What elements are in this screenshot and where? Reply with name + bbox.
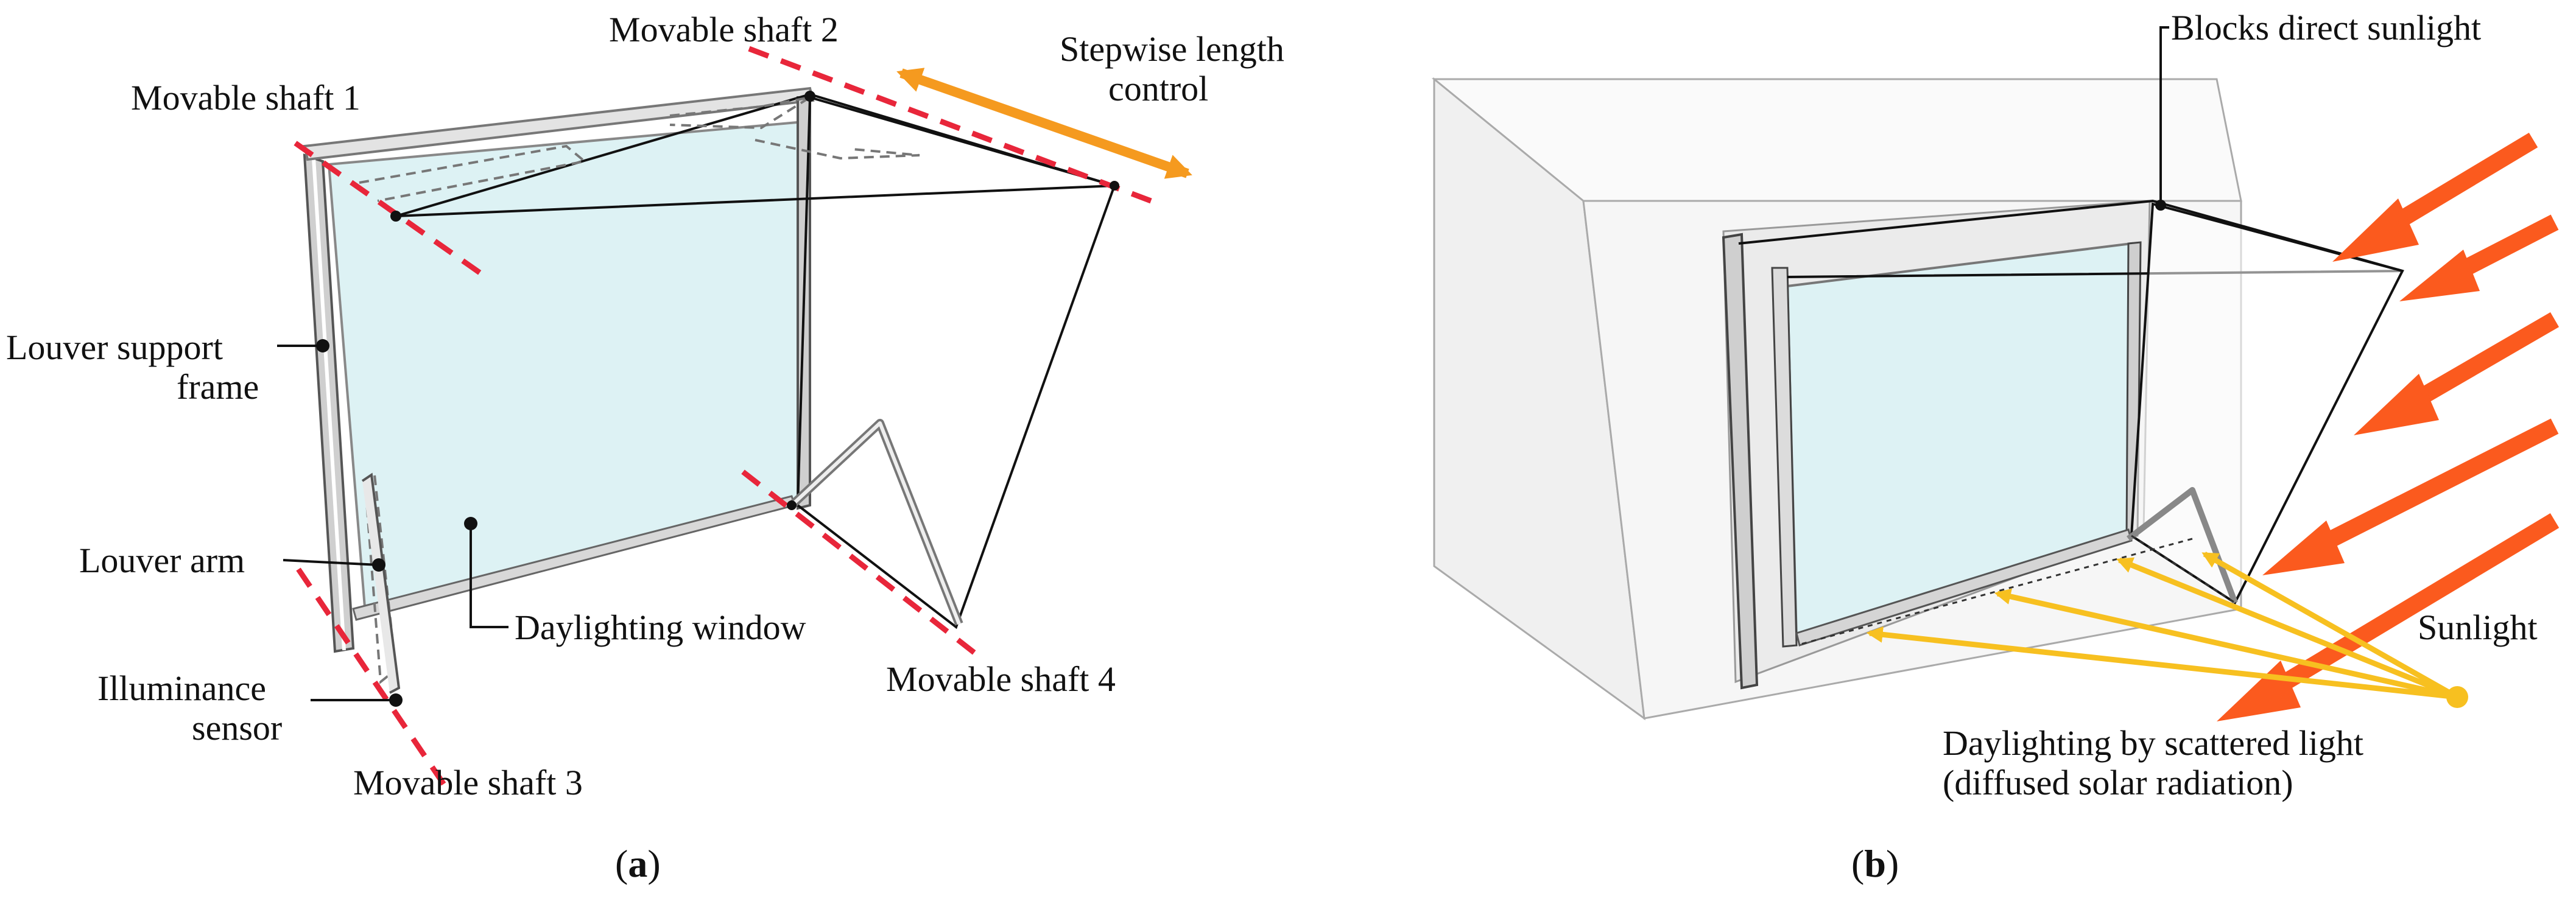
louver-right-panel — [796, 96, 1116, 629]
caption-a: (a) — [615, 842, 661, 885]
label-scattered-line1: Daylighting by scattered light — [1943, 723, 2363, 763]
louver-arm-shape — [361, 472, 401, 694]
zigzag-highlight — [790, 421, 961, 625]
label-movable-shaft-4: Movable shaft 4 — [886, 659, 1116, 699]
panel-b-diagram — [1431, 26, 2560, 721]
label-movable-shaft-1: Movable shaft 1 — [131, 78, 361, 117]
label-illuminance-line2: sensor — [192, 708, 282, 748]
scattered-light-arrows — [1866, 552, 2459, 700]
movable-shaft-1-line — [294, 141, 492, 282]
sun-arrow-2 — [2399, 214, 2559, 301]
label-louver-support-line2: frame — [177, 367, 259, 407]
label-stepwise-line1: Stepwise length — [1060, 29, 1284, 69]
label-blocks-direct-sunlight: Blocks direct sunlight — [2171, 8, 2481, 47]
label-louver-support-line1: Louver support — [6, 328, 223, 367]
label-movable-shaft-2: Movable shaft 2 — [609, 10, 839, 49]
label-movable-shaft-3: Movable shaft 3 — [353, 763, 583, 802]
panel-a-leaders — [277, 345, 509, 701]
daylighting-window-glass — [327, 120, 805, 617]
caption-b: (b) — [1851, 842, 1899, 885]
blocks-sunlight-leader — [2159, 26, 2169, 205]
joint-dots — [390, 91, 1119, 510]
window-sill-b — [1795, 528, 2133, 647]
label-daylighting-window: Daylighting window — [515, 608, 806, 647]
sun-arrow-3 — [2354, 312, 2560, 435]
movable-shaft-3-line — [296, 567, 447, 787]
sun-arrow-4 — [2262, 418, 2559, 575]
panel-a-leader-dots — [316, 339, 477, 707]
movable-shaft-4-line — [741, 469, 982, 660]
scatter-source-dot — [2446, 686, 2468, 708]
panel-a-diagram — [277, 46, 1192, 787]
label-scattered-line2: (diffused solar radiation) — [1943, 763, 2293, 802]
sun-arrow-1 — [2332, 132, 2538, 262]
frame-highlight — [312, 158, 346, 651]
label-sunlight: Sunlight — [2418, 608, 2538, 647]
window-frame-left-b — [1722, 233, 1759, 690]
label-illuminance-line1: Illuminance — [97, 668, 266, 708]
louver-b-panel — [2130, 202, 2404, 605]
label-stepwise-line2: control — [1108, 69, 1208, 108]
stepwise-length-arrow — [896, 68, 1192, 179]
label-louver-arm: Louver arm — [79, 541, 245, 580]
louver-b-dashed-edge — [2131, 535, 2236, 604]
louver-b-top — [1738, 199, 2403, 278]
